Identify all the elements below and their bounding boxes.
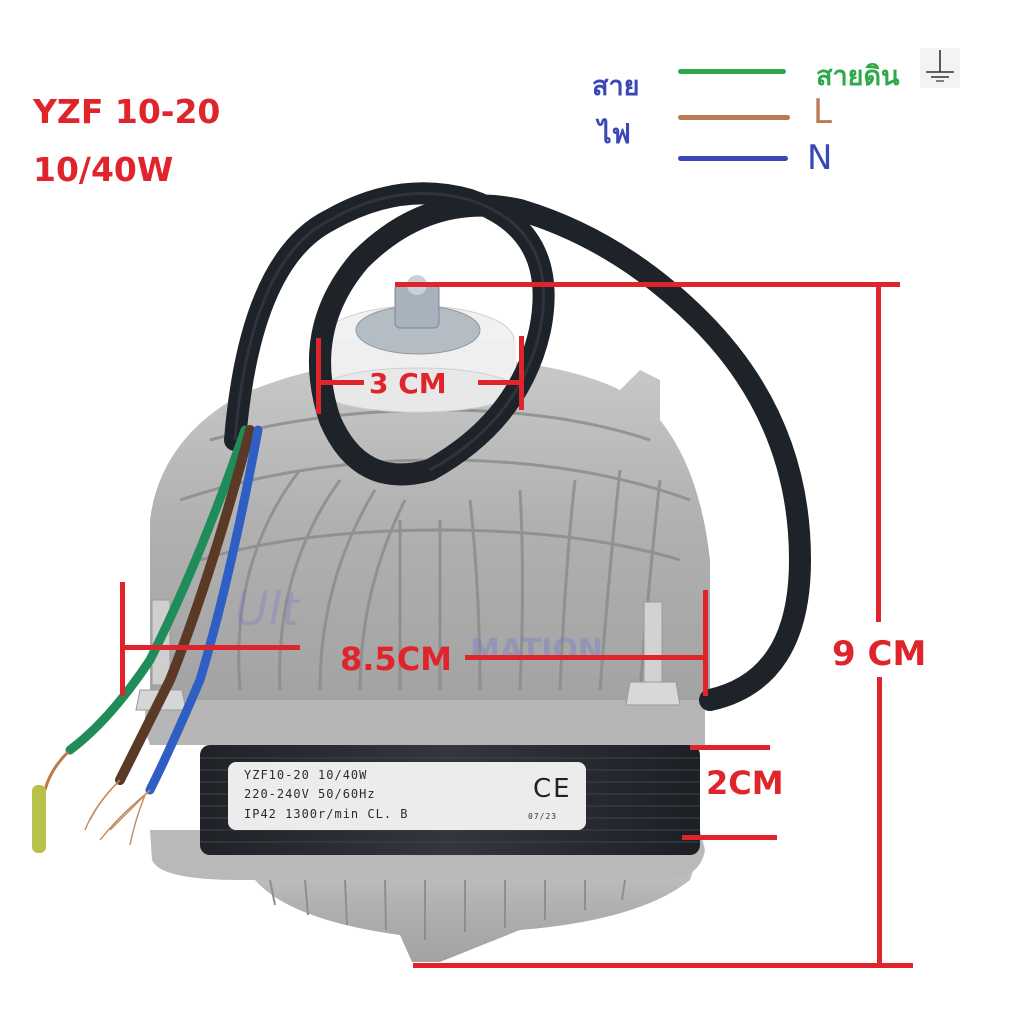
shaft-dim-right-arm	[478, 380, 522, 385]
body-dim-left-tick	[120, 582, 125, 696]
shaft-dim-left-arm	[318, 380, 364, 385]
model-title: YZF 10-20	[33, 92, 221, 131]
neutral-wire-swatch	[678, 156, 788, 161]
nameplate-line-2: 220-240V 50/60Hz	[244, 787, 376, 801]
mounting-stud-right	[625, 601, 681, 706]
power-title: 10/40W	[33, 150, 174, 189]
stator-dim-top-line	[690, 745, 770, 750]
wire-group-label-1: สาย	[592, 71, 640, 102]
nameplate-line-1: YZF10-20 10/40W	[244, 768, 368, 782]
body-dim-right-tick	[703, 590, 708, 696]
neutral-wire-label: N	[807, 138, 833, 178]
stator-dim-bottom-line	[682, 835, 777, 840]
body-dim-left-arm	[122, 645, 300, 650]
shaft-dim-left-tick	[316, 338, 321, 414]
live-wire-label: L	[813, 92, 832, 132]
motor-nameplate: YZF10-20 10/40W 220-240V 50/60Hz IP42 13…	[228, 762, 586, 830]
nameplate-line-3: IP42 1300r/min CL. B	[244, 807, 409, 821]
body-dim-right-arm	[465, 655, 705, 660]
total-height-label: 9 CM	[832, 634, 927, 674]
ce-mark: CE	[533, 774, 572, 804]
ground-wire-swatch	[678, 69, 786, 74]
shaft-dim-right-tick	[519, 336, 524, 410]
ground-icon	[920, 48, 960, 88]
height-dim-top-line	[395, 282, 900, 287]
shaft-width-label: 3 CM	[369, 367, 447, 400]
height-dim-vertical-upper	[876, 284, 881, 622]
ground-wire-label: สายดิน	[816, 61, 900, 92]
wire-group-label-2: ไฟ	[598, 119, 631, 150]
height-dim-bottom-line	[413, 963, 913, 968]
svg-text:Ult: Ult	[235, 582, 301, 636]
body-width-label: 8.5CM	[340, 640, 453, 678]
live-wire-swatch	[678, 115, 790, 120]
height-dim-vertical-lower	[877, 677, 882, 965]
date-code: 07/23	[528, 812, 558, 821]
stator-height-label: 2CM	[706, 764, 784, 802]
svg-text:MATION: MATION	[470, 633, 603, 668]
